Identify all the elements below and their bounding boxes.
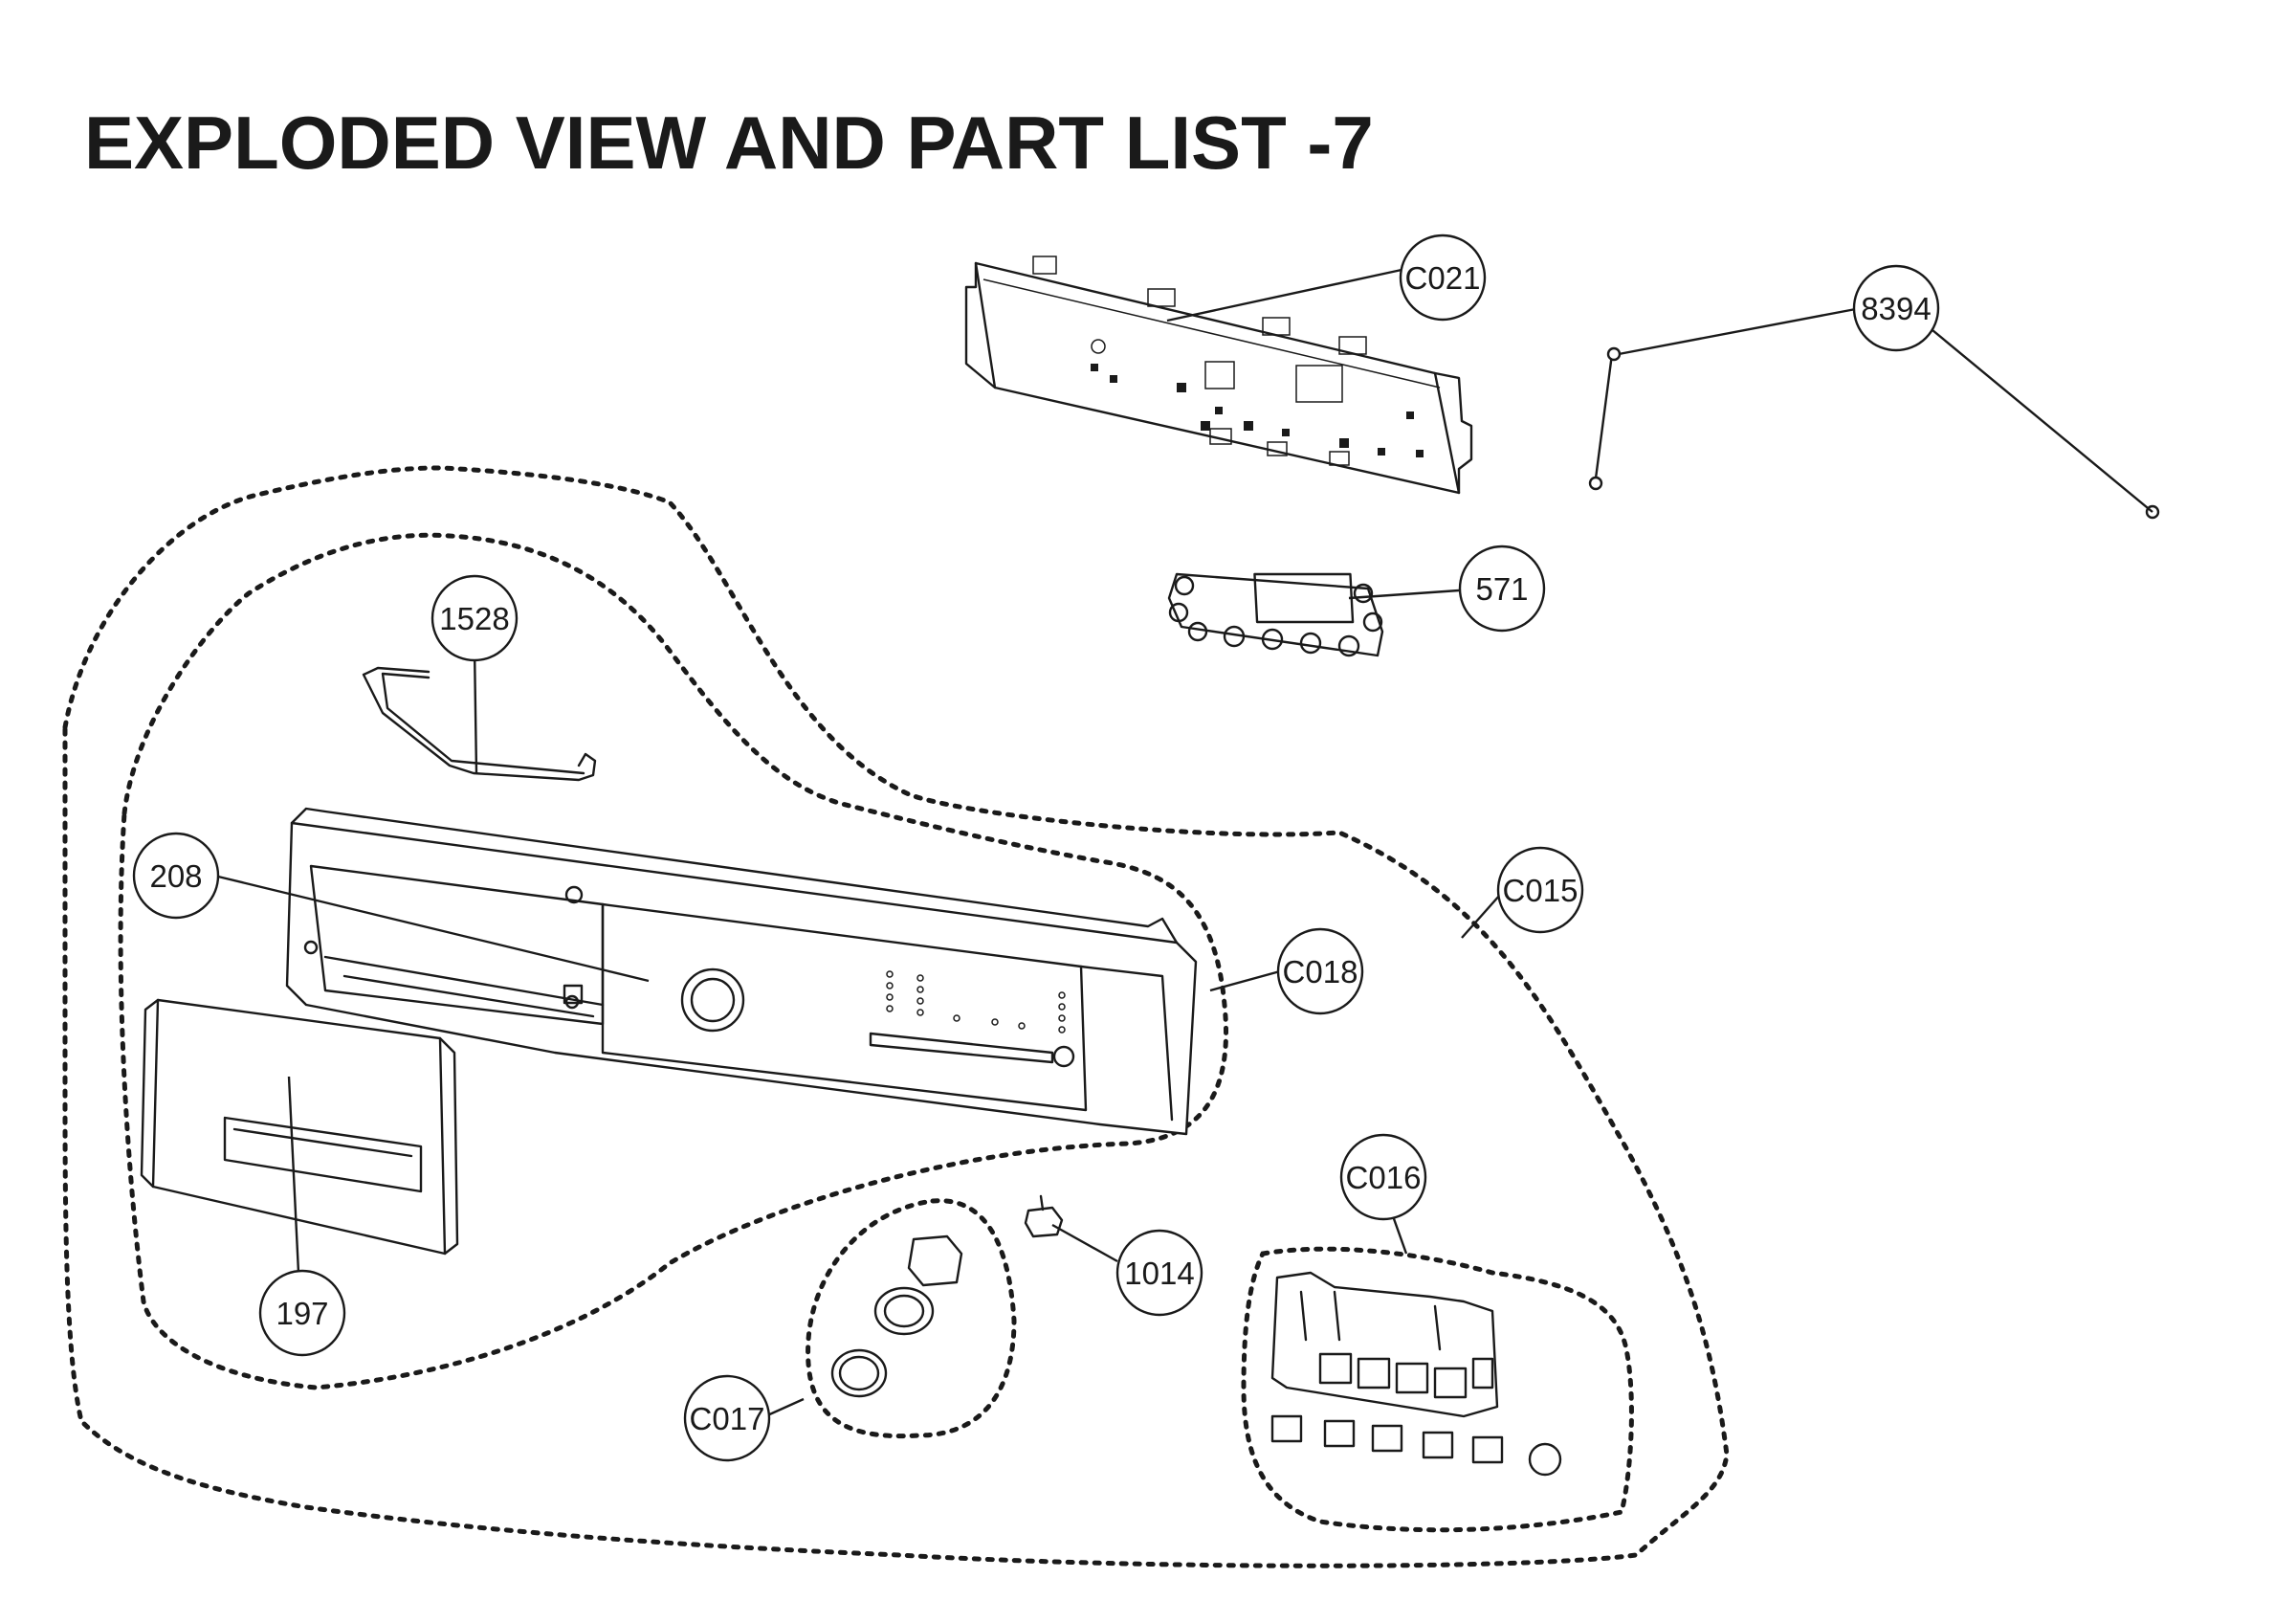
svg-text:1014: 1014 [1124, 1256, 1194, 1291]
group-boundary-c016 [1241, 1246, 1634, 1533]
group-boundary-c017 [806, 1198, 1017, 1439]
callout-c016: C016 [1339, 1133, 1427, 1221]
switch-1014 [1024, 1194, 1064, 1238]
linkage-rod-1528 [362, 666, 597, 782]
page-title: EXPLODED VIEW AND PART LIST -7 [84, 100, 1374, 185]
svg-text:C017: C017 [690, 1401, 765, 1436]
group-boundary-c018 [118, 532, 1228, 1390]
leader-lines [217, 268, 2153, 1418]
callout-8394: 8394 [1852, 264, 1940, 352]
callout-1014: 1014 [1115, 1229, 1203, 1317]
knob-assembly-c017 [830, 1234, 963, 1398]
callout-c017: C017 [683, 1374, 771, 1462]
svg-text:C016: C016 [1346, 1160, 1422, 1195]
svg-text:C015: C015 [1503, 873, 1578, 908]
pcb-board-c021 [964, 256, 1473, 495]
svg-text:C021: C021 [1405, 260, 1481, 296]
callout-c015: C015 [1496, 846, 1584, 934]
callout-c021: C021 [1399, 233, 1487, 322]
svg-text:1528: 1528 [439, 601, 509, 636]
light-guide-571 [1167, 572, 1384, 657]
svg-text:8394: 8394 [1861, 291, 1931, 326]
callout-571: 571 [1458, 545, 1546, 633]
button-assembly-c016 [1270, 1271, 1562, 1477]
svg-text:197: 197 [276, 1296, 328, 1331]
callout-1528: 1528 [430, 574, 519, 662]
svg-text:208: 208 [149, 858, 202, 894]
callout-c018: C018 [1276, 927, 1364, 1015]
drawer-handle-197 [140, 998, 459, 1256]
wire-harness-8394 [1588, 346, 2160, 520]
callout-208: 208 [132, 832, 220, 920]
group-boundary-c015 [62, 465, 1730, 1568]
callout-197: 197 [258, 1269, 346, 1357]
control-panel-208 [285, 807, 1198, 1136]
svg-text:C018: C018 [1283, 954, 1358, 989]
svg-text:571: 571 [1475, 571, 1528, 607]
